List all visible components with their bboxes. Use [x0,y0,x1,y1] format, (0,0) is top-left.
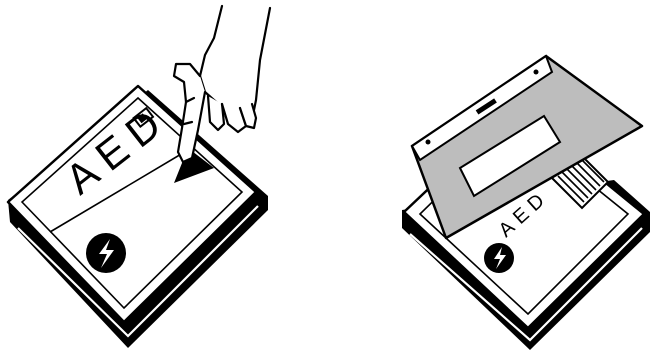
open-aed-device: AED [402,56,650,350]
open-lightning-bolt-icon [484,243,514,273]
lightning-bolt-icon [86,233,126,273]
hand-illustration [174,6,270,162]
